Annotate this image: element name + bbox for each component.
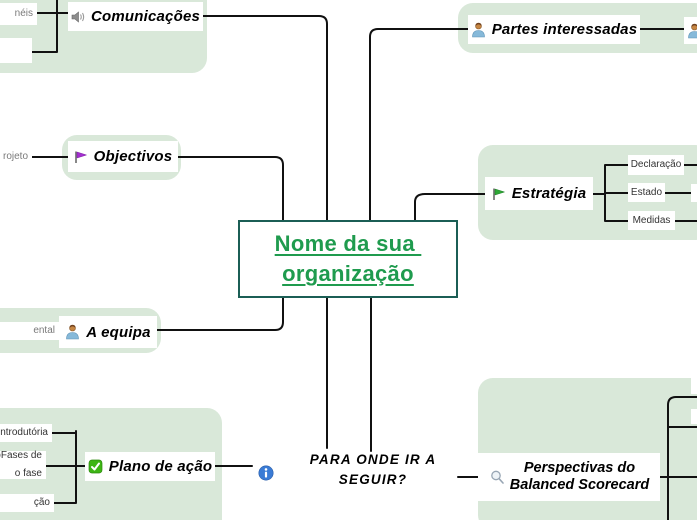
node-estado-target-cut[interactable] <box>691 184 697 202</box>
node-objectivos[interactable]: Objectivos <box>68 141 178 172</box>
node-estrategia-child-2[interactable]: Estado <box>628 183 665 202</box>
child-label: néis <box>14 8 33 19</box>
node-comunicacoes-label: Comunicações <box>90 8 201 25</box>
child-label-line1: oFases de <box>0 450 42 461</box>
node-estrategia-child-3[interactable]: Medidas <box>628 211 675 230</box>
node-partes-sibling-cut[interactable] <box>684 17 697 44</box>
wire-plano-spine <box>41 430 86 504</box>
person-icon <box>687 23 697 39</box>
speaker-icon <box>71 10 85 24</box>
wire-comunicacoes-central <box>202 15 328 221</box>
node-para-onde[interactable]: PARA ONDE IR A SEGUIR? <box>283 450 463 490</box>
info-icon[interactable] <box>258 465 274 481</box>
child-label: ntrodutória <box>0 427 48 438</box>
wire-objectivos-central <box>177 156 284 221</box>
green-flag-icon <box>492 187 506 201</box>
node-perspectivas-child-cut-1[interactable] <box>691 377 697 394</box>
node-plano-child-3[interactable]: ção <box>0 494 54 512</box>
wire-estrategia-central <box>414 193 486 221</box>
node-partes-label: Partes interessadas <box>491 21 638 38</box>
child-label: ção <box>33 497 50 508</box>
node-plano-child-1[interactable]: ntrodutória <box>0 424 52 442</box>
green-check-icon <box>88 459 103 474</box>
node-partes[interactable]: Partes interessadas <box>468 15 640 44</box>
node-comunicacoes[interactable]: Comunicações <box>68 2 203 31</box>
para-onde-line1: PARA ONDE IR A <box>309 452 437 467</box>
wire-partes-central <box>369 28 469 221</box>
node-plano[interactable]: Plano de ação <box>85 452 215 481</box>
node-estrategia-label: Estratégia <box>511 185 587 202</box>
node-plano-child-2[interactable]: oFases de o fase <box>0 450 46 479</box>
node-perspectivas-child-cut-2[interactable] <box>691 409 697 424</box>
central-topic-line1: Nome da sua <box>274 231 422 256</box>
node-equipa-child-1[interactable]: ental <box>0 322 59 340</box>
node-plano-label: Plano de ação <box>108 458 213 475</box>
node-estrategia[interactable]: Estratégia <box>485 177 593 210</box>
child-label: Estado <box>630 186 663 198</box>
wire-perspectivas-spine <box>659 396 697 520</box>
node-equipa[interactable]: A equipa <box>59 316 157 348</box>
node-estrategia-child-1[interactable]: Declaração <box>628 155 684 175</box>
node-objectivos-label: Objectivos <box>93 148 173 165</box>
person-icon <box>471 22 486 38</box>
person-icon <box>65 324 80 340</box>
wire-com-children-spine <box>29 0 58 53</box>
central-topic-line2: organização <box>282 261 414 286</box>
node-equipa-label: A equipa <box>86 323 151 341</box>
purple-flag-icon <box>74 150 88 164</box>
node-comunicacoes-child-1[interactable]: néis <box>0 3 37 25</box>
node-comunicacoes-child-2[interactable] <box>0 38 32 63</box>
child-label: Declaração <box>630 159 682 170</box>
para-onde-line2: SEGUIR? <box>338 472 408 487</box>
node-objectivos-child-1[interactable]: rojeto <box>0 147 32 166</box>
child-label: Medidas <box>632 214 671 226</box>
wire-estrategia-spine <box>592 164 629 222</box>
child-label: rojeto <box>2 150 28 162</box>
child-label-line2: o fase <box>14 468 42 479</box>
node-perspectivas-line1: Perspectivas do <box>523 460 636 476</box>
child-label: ental <box>33 325 55 336</box>
node-perspectivas[interactable]: Perspectivas do Balanced Scorecard <box>478 453 660 501</box>
central-topic[interactable]: Nome da sua organização <box>238 220 458 298</box>
node-perspectivas-line2: Balanced Scorecard <box>509 477 650 493</box>
magnifier-icon <box>489 469 506 486</box>
